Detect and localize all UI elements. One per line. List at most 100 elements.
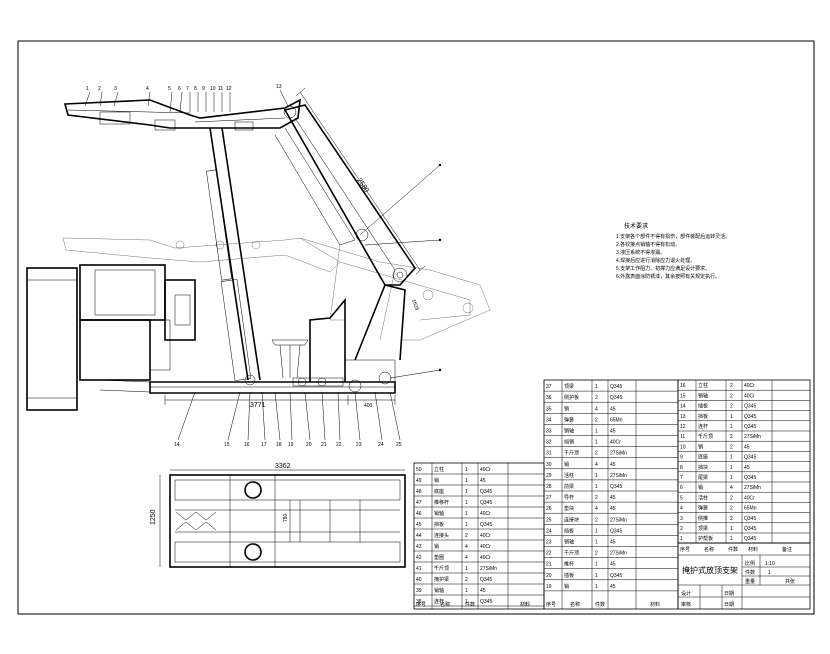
callout-7: 7 — [186, 86, 189, 92]
bom-cell-name: 前梁 — [564, 483, 574, 490]
title-block: 掩护式放顶支架 比例 1:10 件数 1 重量 共张 设计 审核 日期 日期 — [677, 542, 811, 610]
bom-cell-name: 销 — [434, 477, 439, 484]
plan-outline — [169, 474, 406, 568]
bom-cell-qty: 2 — [730, 506, 733, 512]
bom-cell-material: 27SiMn — [610, 551, 627, 557]
conveyor-pan — [26, 267, 78, 411]
bom-cell-no: 1 — [680, 536, 683, 542]
bom-cell-name: 弹簧 — [698, 505, 708, 512]
bom-cell-material: 65Mn — [610, 417, 623, 423]
bom-cell-qty: 1 — [465, 599, 468, 605]
qty-label: 件数 — [745, 569, 755, 576]
bom-cell-name: 侧推 — [698, 515, 708, 522]
bom-cell-qty: 2 — [730, 404, 733, 410]
note-1: 1.支架各个部件不得有损伤，部件装配后运转灵活。 — [616, 233, 730, 240]
bom-cell-no: 7 — [680, 475, 683, 481]
bom-cell-material: Q345 — [610, 484, 622, 490]
bom-cell-no: 28 — [546, 484, 552, 490]
bom-cell-no: 3 — [680, 516, 683, 522]
callout-23: 23 — [356, 442, 362, 448]
bom-cell-no: 49 — [416, 478, 422, 484]
bom-cell-qty: 1 — [595, 573, 598, 579]
bottom-callout-numbers: 14 15 16 17 18 19 20 21 22 23 24 25 — [174, 442, 402, 448]
bom-cell-qty: 1 — [465, 566, 468, 572]
bom-cell-name: 连杆 — [434, 598, 444, 605]
bom-cell-qty: 1 — [595, 562, 598, 568]
bom-cell-no: 9 — [680, 455, 683, 461]
bom-header-row: 序号 名称 件数 材料 序号 名称 件数 材料 序号 名称 件数 材料 备注 — [416, 546, 792, 608]
bom-cell-no: 34 — [546, 417, 552, 423]
bom-cell-qty: 1 — [595, 484, 598, 490]
bom-cell-name: 销 — [698, 484, 703, 491]
bom-cell-material: 27SiMn — [744, 485, 761, 491]
bom-cell-no: 27 — [546, 495, 552, 501]
base-rear — [309, 297, 346, 382]
bom-cell-no: 32 — [546, 440, 552, 446]
callout-4: 4 — [146, 86, 149, 92]
bom-cell-name: 销轴 — [434, 510, 444, 517]
bom-hdr-name-2: 名称 — [570, 601, 580, 608]
bom-cell-no: 2 — [680, 526, 683, 532]
top-callout-numbers: 1 2 3 4 5 6 7 8 9 10 11 12 13 — [86, 84, 282, 92]
callout-6: 6 — [178, 86, 181, 92]
bom-cell-no: 50 — [416, 467, 422, 473]
bom-cell-material: Q345 — [480, 489, 492, 495]
bom-cell-no: 8 — [680, 465, 683, 471]
notes-heading: 技术要求 — [624, 222, 648, 230]
scale-label: 比例 — [745, 560, 755, 567]
bom-cell-name: 千斤顶 — [434, 565, 449, 572]
bom-cell-no: 13 — [680, 414, 686, 420]
bom-cell-no: 46 — [416, 511, 422, 517]
role-review: 审核 — [681, 601, 691, 608]
bom-cell-no: 25 — [546, 517, 552, 523]
bom-cell-name: 护帮板 — [698, 535, 713, 542]
bom-cell-no: 23 — [546, 540, 552, 546]
bom-cell-no: 12 — [680, 424, 686, 430]
bom-cell-name: 垫圈 — [434, 554, 444, 561]
bom-cell-qty: 2 — [730, 434, 733, 440]
callout-24: 24 — [378, 442, 384, 448]
callout-12: 12 — [226, 86, 232, 92]
dim-side-length-right: 400 — [364, 403, 373, 409]
bom-cell-material: 65Mn — [744, 506, 757, 512]
dim-boom-length-2: 1628 — [410, 299, 420, 312]
dim-plan-length: 3362 — [275, 463, 291, 470]
bom-cell-name: 销 — [434, 543, 439, 550]
bom-cell-material: 45 — [610, 429, 616, 435]
bom-cell-material: 27SiMn — [610, 517, 627, 523]
bom-cell-material: 27SiMn — [480, 566, 497, 572]
bom-cell-name: 销 — [564, 405, 569, 412]
bom-cell-name: 底座 — [434, 488, 444, 495]
product-name: 掩护式放顶支架 — [682, 565, 738, 575]
callout-10: 10 — [210, 86, 216, 92]
bom-cell-name: 销轴 — [564, 539, 574, 546]
bom-cell-no: 37 — [546, 384, 552, 390]
bom-hdr-qty-3: 件数 — [728, 546, 738, 553]
bom-cell-no: 22 — [546, 551, 552, 557]
bom-cell-material: 45 — [480, 588, 486, 594]
note-4: 4.焊接后应进行消除应力退火处理。 — [616, 257, 695, 264]
bom-cell-material: Q345 — [610, 395, 622, 401]
bom-cell-name: 插板 — [564, 572, 574, 579]
bom-cell-no: 24 — [546, 528, 552, 534]
callout-17: 17 — [261, 442, 267, 448]
plan-view: 3362 1250 780 — [150, 463, 406, 568]
bom-cell-material: 45 — [610, 540, 616, 546]
bom-cell-name: 千斤顶 — [564, 450, 579, 457]
bom-cell-qty: 1 — [730, 455, 733, 461]
bom-cell-material: 45 — [744, 444, 750, 450]
bom-cell-qty: 4 — [730, 485, 733, 491]
bom-hdr-mat: 材料 — [520, 601, 530, 608]
callout-18: 18 — [276, 442, 282, 448]
main-prop-1 — [209, 127, 249, 381]
bom-cell-name: 销 — [698, 443, 703, 450]
bom-cell-no: 33 — [546, 429, 552, 435]
side-elevation-view: 2580 1628 3771 400 1 2 3 4 — [26, 84, 491, 448]
bom-cell-qty: 1 — [465, 588, 468, 594]
bom-cell-no: 39 — [416, 588, 422, 594]
bom-cell-material: Q345 — [480, 577, 492, 583]
bom-cell-qty: 2 — [465, 577, 468, 583]
bom-cell-qty: 2 — [595, 417, 598, 423]
bom-cell-material: 45 — [610, 406, 616, 412]
bom-cell-name: 底座 — [698, 454, 708, 461]
